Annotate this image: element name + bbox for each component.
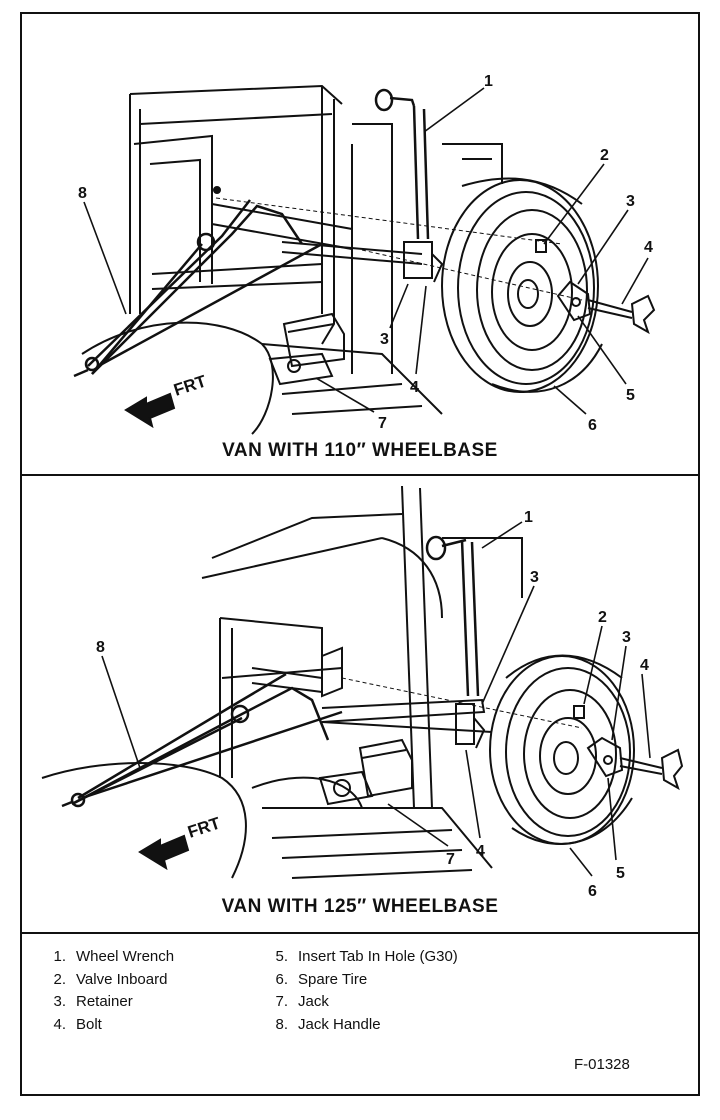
legend-item: 1.Wheel Wrench — [53, 948, 175, 965]
legend-item: 7.Jack — [275, 993, 329, 1010]
spare-tire — [441, 177, 603, 393]
panel-divider-top — [20, 474, 700, 476]
frt-label: FRT — [185, 813, 223, 841]
legend-item: 5.Insert Tab In Hole (G30) — [275, 948, 458, 965]
legend-left: 1.Wheel Wrench 2.Valve Inboard 3.Retaine… — [42, 946, 174, 1036]
callout-3: 3 — [626, 193, 635, 210]
front-arrow-icon — [124, 392, 176, 429]
panel-divider-bottom — [20, 932, 700, 934]
callout-3: 3 — [622, 629, 631, 646]
callout-4-bolt: 4 — [410, 379, 419, 396]
retainer-left — [215, 197, 583, 301]
front-arrow-icon — [138, 834, 190, 871]
callout-2: 2 — [598, 609, 607, 626]
retainer-left — [455, 703, 486, 749]
callout-1: 1 — [484, 73, 493, 90]
jack-handle — [73, 199, 323, 378]
wheel-wrench — [374, 88, 430, 240]
callout-7: 7 — [446, 851, 455, 868]
callout-6: 6 — [588, 883, 597, 900]
callout-leaders — [83, 87, 649, 415]
jack — [318, 738, 413, 806]
legend-right: 5.Insert Tab In Hole (G30) 6.Spare Tire … — [264, 946, 458, 1036]
diagram-125-wheelbase: 1 2 3 3 4 4 5 6 7 8 FRT — [41, 485, 684, 900]
figure-frame — [20, 12, 700, 1096]
spare-tire — [489, 654, 635, 845]
callout-3-retainer: 3 — [380, 331, 389, 348]
van-interior-outline — [81, 84, 503, 435]
figure-id: F-01328 — [574, 1056, 630, 1073]
tire-retainer-bolt — [556, 280, 656, 335]
legend-item: 2.Valve Inboard — [53, 970, 168, 988]
callout-7: 7 — [378, 415, 387, 432]
callout-2: 2 — [600, 147, 609, 164]
callout-5: 5 — [626, 387, 635, 404]
callout-6: 6 — [588, 417, 597, 434]
callout-8: 8 — [96, 639, 105, 656]
legend-item: 6.Spare Tire — [275, 970, 368, 988]
callout-5: 5 — [616, 865, 625, 882]
callout-4: 4 — [640, 657, 649, 674]
callout-4-bolt: 4 — [476, 843, 485, 860]
callout-3-retainer: 3 — [530, 569, 539, 586]
callout-leaders — [101, 521, 651, 877]
wheel-wrench — [425, 535, 480, 697]
legend-item: 8.Jack Handle — [275, 1015, 381, 1033]
diagram-title-125: VAN WITH 125″ WHEELBASE — [221, 896, 499, 917]
callout-4: 4 — [644, 239, 653, 256]
callout-1: 1 — [524, 509, 533, 526]
legend-item: 4.Bolt — [53, 1015, 102, 1033]
tire-retainer-bolt — [586, 736, 684, 791]
diagram-title-110: VAN WITH 110″ WHEELBASE — [222, 440, 498, 461]
jack-handle — [61, 672, 343, 808]
legend-item: 3.Retainer — [53, 993, 133, 1010]
callout-8: 8 — [78, 185, 87, 202]
van-interior-outline — [41, 485, 523, 879]
jack — [268, 312, 345, 386]
diagram-110-wheelbase: 1 2 3 4 3 4 5 6 7 8 FRT — [73, 73, 656, 435]
mounting-bracket — [211, 186, 423, 265]
frt-label: FRT — [171, 371, 209, 399]
